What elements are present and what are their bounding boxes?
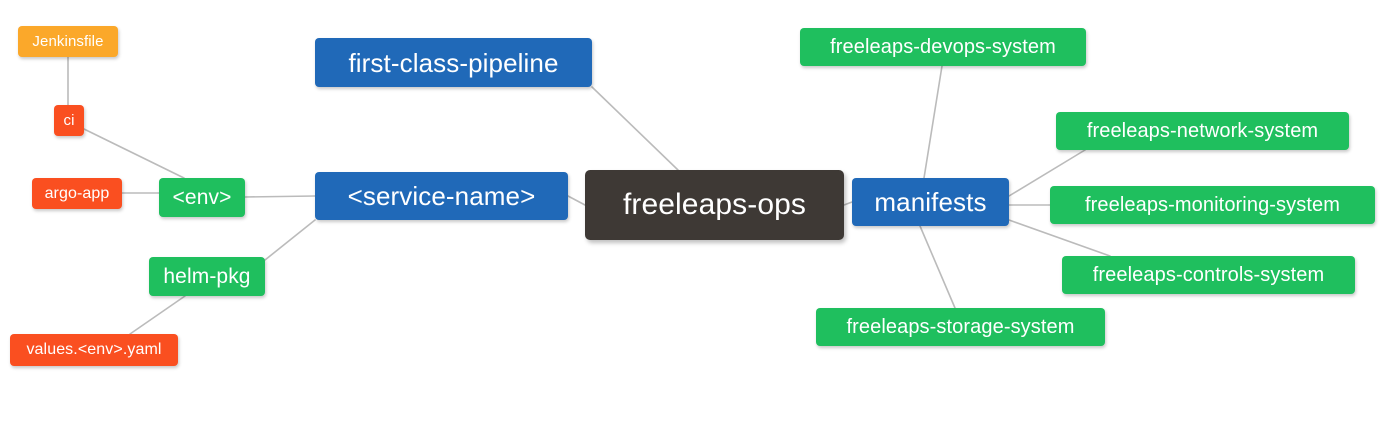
- edge-freeleaps-ops-to-manifests: [843, 201, 853, 206]
- node-freeleaps-controls-system[interactable]: freeleaps-controls-system: [1062, 256, 1355, 294]
- edge-service-name-to-helm-pkg: [264, 219, 316, 261]
- edge-manifests-to-freeleaps-devops-system: [923, 65, 943, 179]
- node-freeleaps-devops-system[interactable]: freeleaps-devops-system: [800, 28, 1086, 66]
- node-helm-pkg[interactable]: helm-pkg: [149, 257, 265, 296]
- node-freeleaps-storage-system[interactable]: freeleaps-storage-system: [816, 308, 1105, 346]
- node-service-name[interactable]: <service-name>: [315, 172, 568, 220]
- node-values-env-yaml[interactable]: values.<env>.yaml: [10, 334, 178, 366]
- edge-freeleaps-ops-to-first-class-pipeline: [591, 86, 679, 171]
- node-env[interactable]: <env>: [159, 178, 245, 217]
- edge-env-to-ci: [83, 128, 185, 179]
- node-freeleaps-monitoring-system[interactable]: freeleaps-monitoring-system: [1050, 186, 1375, 224]
- edge-helm-pkg-to-values-env-yaml: [129, 295, 186, 335]
- node-argo-app[interactable]: argo-app: [32, 178, 122, 209]
- node-jenkinsfile[interactable]: Jenkinsfile: [18, 26, 118, 57]
- node-freeleaps-ops[interactable]: freeleaps-ops: [585, 170, 844, 240]
- node-freeleaps-network-system[interactable]: freeleaps-network-system: [1056, 112, 1349, 150]
- edge-manifests-to-freeleaps-storage-system: [919, 225, 956, 309]
- node-ci[interactable]: ci: [54, 105, 84, 136]
- node-manifests[interactable]: manifests: [852, 178, 1009, 226]
- node-first-class-pipeline[interactable]: first-class-pipeline: [315, 38, 592, 87]
- edge-service-name-to-env: [244, 195, 316, 198]
- edge-freeleaps-ops-to-service-name: [567, 195, 586, 206]
- edge-manifests-to-freeleaps-controls-system: [1008, 219, 1111, 257]
